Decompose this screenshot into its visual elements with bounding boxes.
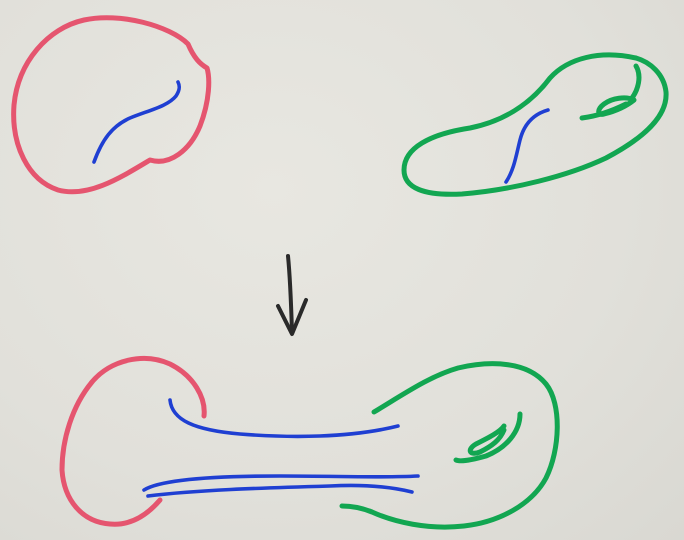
down-arrow-icon (278, 256, 306, 334)
bottom-merged-figure (62, 358, 557, 527)
top-left-blue-curve (94, 82, 179, 162)
top-right-green-loop (404, 55, 666, 194)
top-right-green-inner-fold (632, 66, 639, 98)
top-right-figure (404, 55, 666, 194)
bottom-left-pink-loop (62, 358, 204, 524)
top-left-figure (14, 18, 209, 192)
bottom-right-green-loop (342, 364, 557, 527)
top-right-blue-curve (506, 110, 548, 182)
bottom-blue-curve-lower (148, 485, 412, 496)
arrow-shaft (288, 256, 292, 332)
top-left-pink-loop (14, 18, 209, 192)
